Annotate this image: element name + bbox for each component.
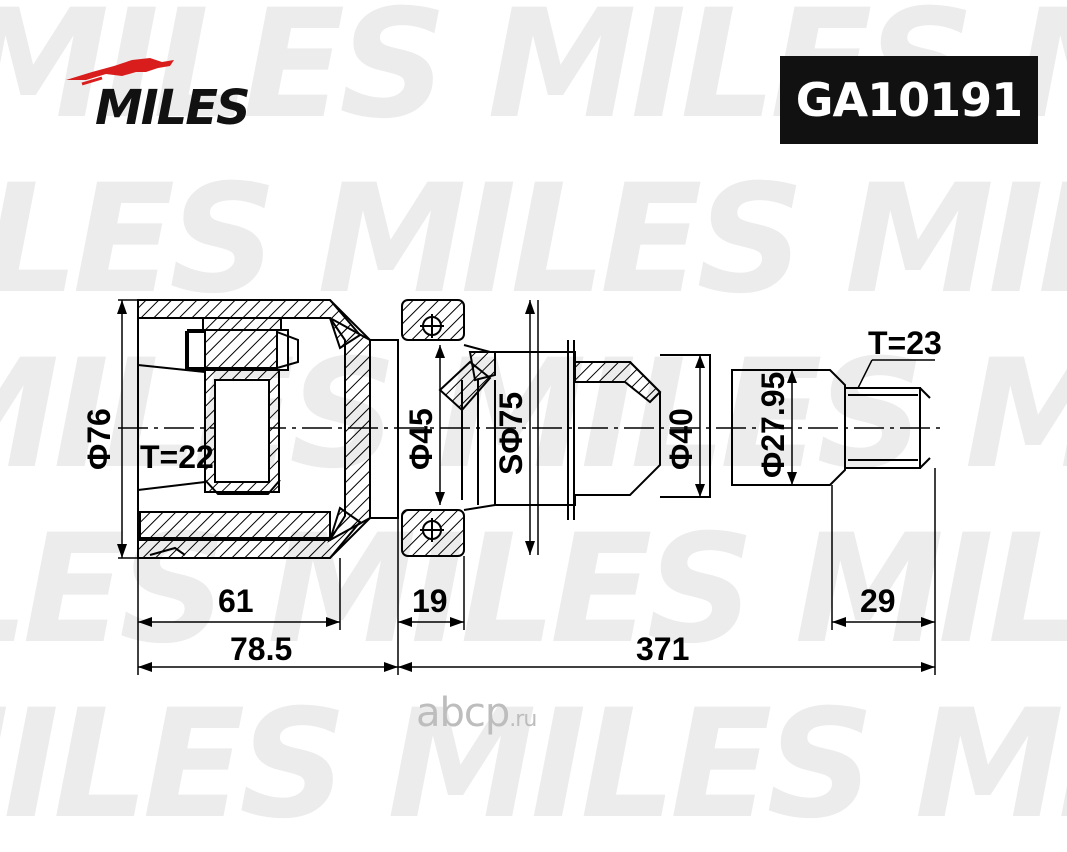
part-number-badge: GA10191: [780, 56, 1038, 144]
site-name: аbcp: [416, 690, 510, 736]
brand-name: MILES: [95, 80, 251, 136]
technical-drawing: Φ76 T=22 Φ45 SΦ75 Φ40 Φ27.95 T=23 61 19 …: [81, 299, 945, 675]
dim-diameter-45: Φ45: [403, 408, 439, 470]
watermark-row-3: MILES MILES MILES: [0, 328, 1067, 502]
dim-length-61: 61: [218, 583, 254, 619]
site-tld: .ru: [509, 707, 537, 732]
dim-diameter-76: Φ76: [81, 408, 117, 470]
dim-t22: T=22: [140, 439, 214, 475]
dim-length-371: 371: [636, 631, 689, 667]
dim-t23: T=23: [868, 325, 942, 361]
site-footer: аbcp.ru: [416, 690, 537, 736]
thread-end: [844, 387, 921, 469]
dim-length-29: 29: [860, 583, 896, 619]
watermark-row-2: MILES MILES MILES: [0, 153, 1067, 327]
dim-sdiameter-75: SΦ75: [493, 392, 529, 475]
horse-logo-icon: [66, 58, 174, 86]
dim-length-78-5: 78.5: [230, 631, 292, 667]
stub-shaft: [660, 354, 711, 498]
dim-diameter-40: Φ40: [663, 408, 699, 470]
part-number: GA10191: [795, 73, 1023, 127]
dim-diameter-27-95: Φ27.95: [755, 372, 791, 478]
dim-length-19: 19: [412, 583, 448, 619]
